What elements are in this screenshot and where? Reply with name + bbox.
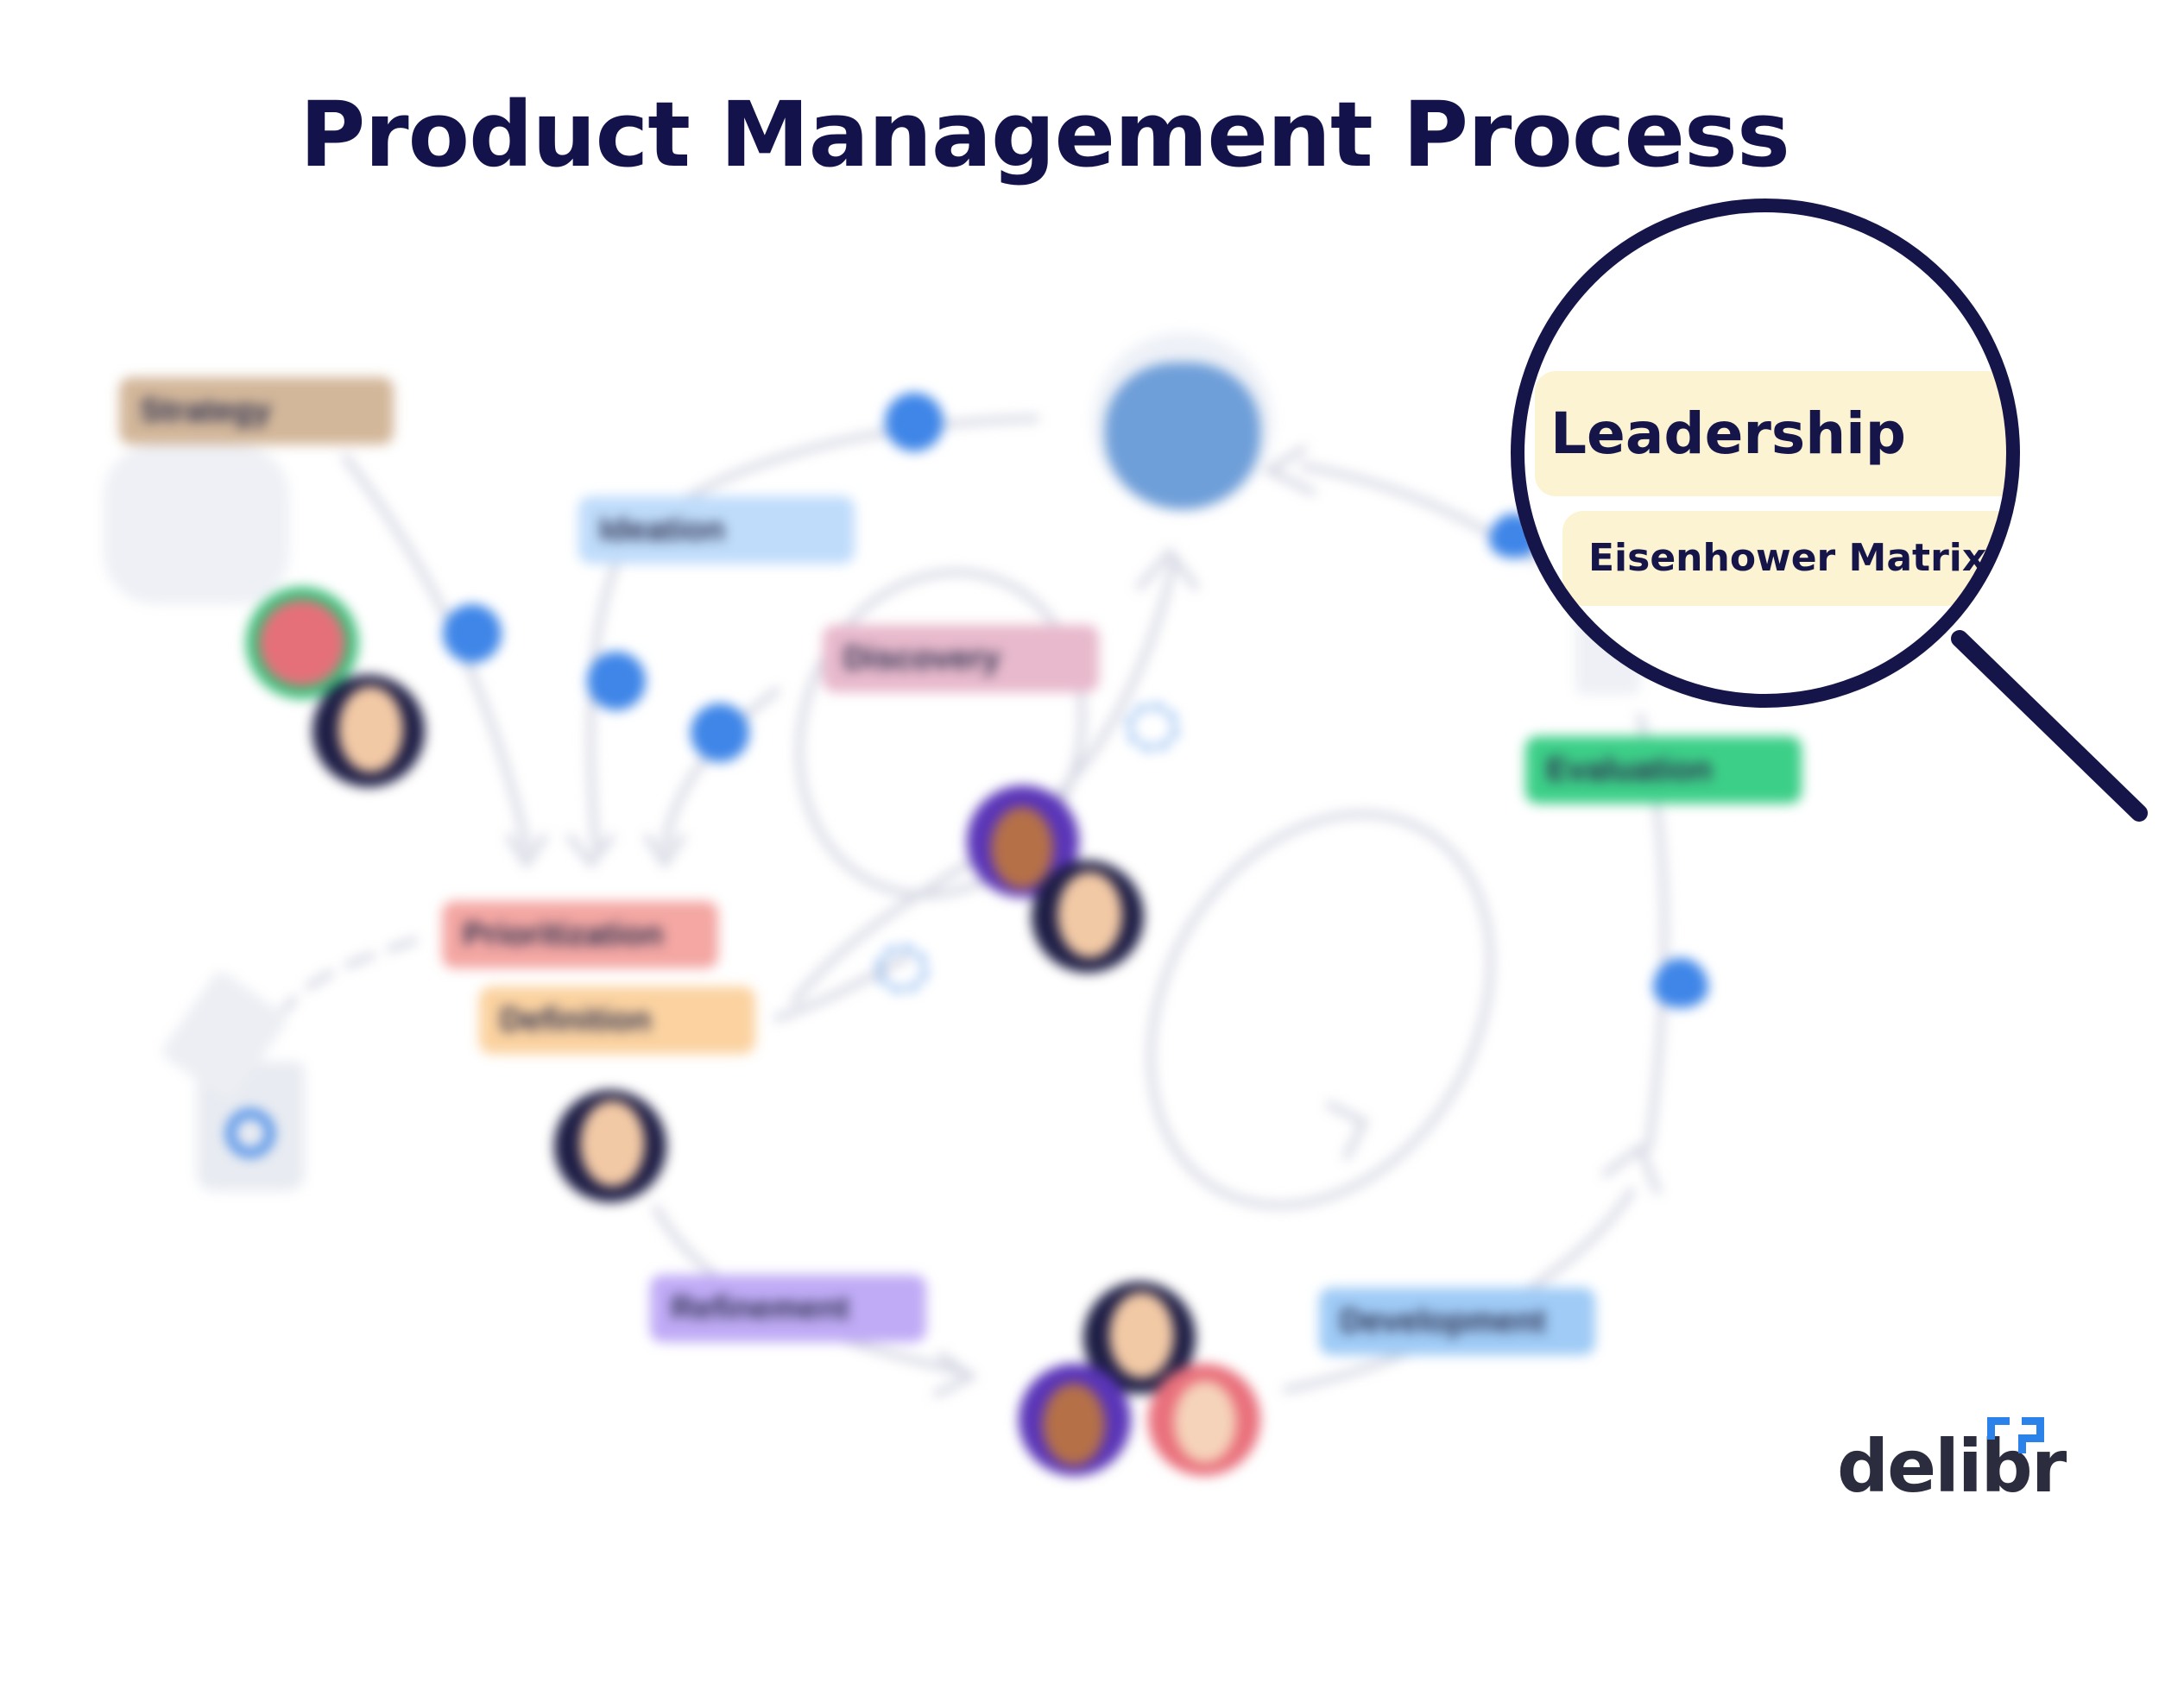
stage-definition: Definition (479, 986, 755, 1054)
stage-development-label: Development (1340, 1303, 1546, 1339)
heart-outline-icon (1127, 703, 1178, 751)
team-group-icon (1105, 362, 1260, 509)
stage-prioritization: Prioritization (442, 901, 718, 968)
eisenhower-matrix-item: Eisenhower Matrix (1562, 511, 2020, 606)
heart-outline-icon (876, 945, 928, 993)
stage-ideation-label: Ideation (599, 512, 725, 548)
avatar-face (1043, 1384, 1105, 1466)
recycle-symbol-icon (226, 1109, 275, 1157)
stage-definition-label: Definition (500, 1002, 652, 1038)
avatar-face (1109, 1292, 1174, 1378)
stage-development: Development (1319, 1288, 1595, 1355)
stage-refinement: Refinement (650, 1275, 926, 1342)
stage-strategy: Strategy (119, 377, 394, 444)
speech-bubble-icon (104, 444, 289, 604)
magnifier-lens: Leadership Eisenhower Matrix (1511, 199, 2020, 708)
stage-evaluation-label: Evaluation (1546, 752, 1713, 788)
stage-discovery-label: Discovery (843, 640, 1000, 677)
stage-evaluation: Evaluation (1525, 736, 1802, 804)
page-title: Product Management Process (300, 82, 1790, 187)
avatar-face (1174, 1381, 1236, 1463)
avatar-face (1057, 872, 1122, 958)
avatar-face (580, 1100, 645, 1187)
stage-strategy-label: Strategy (140, 393, 272, 429)
stage-refinement-label: Refinement (671, 1290, 849, 1327)
stage-ideation: Ideation (578, 496, 855, 564)
heart-icon (1653, 958, 1708, 1008)
delibr-logo-mark-icon (1987, 1417, 2044, 1453)
stage-discovery: Discovery (823, 625, 1099, 692)
avatar-face (338, 686, 403, 772)
lightbulb-icon (587, 652, 646, 710)
avatar-face (991, 807, 1053, 889)
lightbulb-icon (885, 393, 944, 451)
stage-prioritization-label: Prioritization (463, 917, 664, 953)
leadership-category: Leadership (1535, 371, 2020, 496)
lightbulb-icon (443, 604, 502, 663)
avatar-face (259, 600, 345, 686)
lightbulb-icon (691, 703, 749, 762)
